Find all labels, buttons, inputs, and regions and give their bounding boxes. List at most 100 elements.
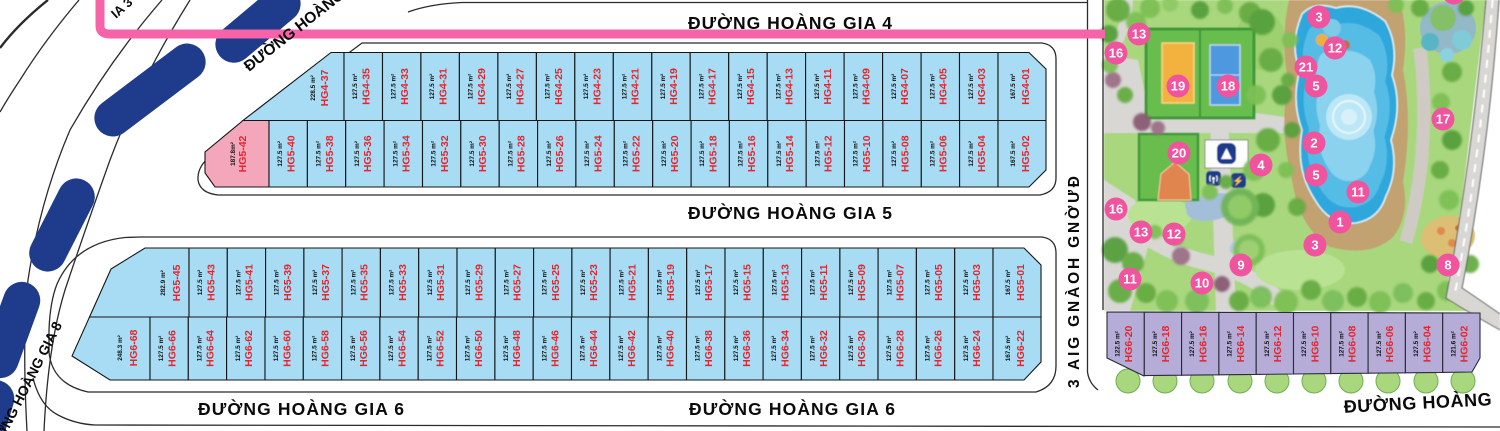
svg-text:127.5 m²: 127.5 m² xyxy=(465,270,472,296)
svg-text:127.5 m²: 127.5 m² xyxy=(431,141,438,167)
svg-text:127.5 m²: 127.5 m² xyxy=(1264,331,1271,357)
svg-text:1: 1 xyxy=(1336,215,1343,230)
svg-text:HG5-32: HG5-32 xyxy=(439,135,451,172)
svg-text:127.5 m²: 127.5 m² xyxy=(468,74,475,100)
svg-text:127.5 m²: 127.5 m² xyxy=(392,141,399,167)
svg-text:127.5 m²: 127.5 m² xyxy=(853,141,860,167)
svg-text:127.5 m²: 127.5 m² xyxy=(661,141,668,167)
svg-text:127.5 m²: 127.5 m² xyxy=(848,270,855,296)
svg-text:HG5-30: HG5-30 xyxy=(477,135,489,172)
svg-text:127.5 m²: 127.5 m² xyxy=(699,74,706,100)
svg-text:127.5 m²: 127.5 m² xyxy=(1301,331,1308,357)
svg-text:127.5 m²: 127.5 m² xyxy=(507,141,514,167)
svg-text:127.5 m²: 127.5 m² xyxy=(197,270,204,296)
svg-text:127.5 m²: 127.5 m² xyxy=(660,74,667,100)
svg-text:HG6-18: HG6-18 xyxy=(1160,325,1172,362)
svg-text:HG5-13: HG5-13 xyxy=(780,264,792,301)
svg-text:127.5 m²: 127.5 m² xyxy=(618,336,625,362)
svg-text:HG4-23: HG4-23 xyxy=(591,68,603,105)
svg-text:HG6-52: HG6-52 xyxy=(435,330,447,367)
svg-text:HG5-27: HG5-27 xyxy=(512,264,524,301)
svg-text:HG4-03: HG4-03 xyxy=(976,68,988,105)
svg-text:HG6-42: HG6-42 xyxy=(626,330,638,367)
svg-text:HG4-09: HG4-09 xyxy=(861,68,873,105)
svg-text:HG6-10: HG6-10 xyxy=(1309,325,1321,362)
svg-text:2: 2 xyxy=(1310,136,1317,151)
svg-text:HG5-04: HG5-04 xyxy=(976,135,988,172)
svg-text:HG6-34: HG6-34 xyxy=(780,330,792,367)
svg-text:HG6-48: HG6-48 xyxy=(511,330,523,367)
svg-text:HG6-32: HG6-32 xyxy=(818,330,830,367)
svg-text:127.5 m²: 127.5 m² xyxy=(814,74,821,100)
svg-text:HG5-18: HG5-18 xyxy=(707,135,719,172)
svg-text:127.5 m²: 127.5 m² xyxy=(963,336,970,362)
svg-text:12: 12 xyxy=(1167,227,1181,242)
svg-text:127.5 m²: 127.5 m² xyxy=(503,336,510,362)
svg-text:ĐƯỜNG HOÀNG GIA 4: ĐƯỜNG HOÀNG GIA 4 xyxy=(688,12,892,33)
svg-text:127.5 m²: 127.5 m² xyxy=(312,270,319,296)
svg-text:HG6-26: HG6-26 xyxy=(933,330,945,367)
svg-text:HG6-22: HG6-22 xyxy=(1015,330,1027,367)
svg-text:HG6-06: HG6-06 xyxy=(1384,325,1396,362)
svg-text:127.5 m²: 127.5 m² xyxy=(391,74,398,100)
svg-text:17: 17 xyxy=(1436,112,1450,127)
svg-text:127.5 m²: 127.5 m² xyxy=(352,74,359,100)
svg-text:HG5-09: HG5-09 xyxy=(856,264,868,301)
svg-text:HG5-39: HG5-39 xyxy=(282,264,294,301)
svg-text:HG5-35: HG5-35 xyxy=(359,264,371,301)
svg-text:127.5 m²: 127.5 m² xyxy=(929,74,936,100)
svg-text:3 AIG GNÀOH GNỜƯĐ: 3 AIG GNÀOH GNỜƯĐ xyxy=(1065,176,1083,388)
svg-text:127.5 m²: 127.5 m² xyxy=(427,270,434,296)
svg-text:127.5 m²: 127.5 m² xyxy=(891,141,898,167)
svg-text:127.5 m²: 127.5 m² xyxy=(1189,331,1196,357)
svg-text:HG4-19: HG4-19 xyxy=(668,68,680,105)
svg-text:127.5 m²: 127.5 m² xyxy=(738,141,745,167)
svg-text:11: 11 xyxy=(1351,185,1365,200)
svg-text:127.5 m²: 127.5 m² xyxy=(622,74,629,100)
svg-text:HG5-36: HG5-36 xyxy=(362,135,374,172)
svg-text:HG5-43: HG5-43 xyxy=(205,264,217,301)
svg-text:HG5-03: HG5-03 xyxy=(971,264,983,301)
svg-text:HG5-40: HG5-40 xyxy=(285,135,297,172)
svg-text:127.5 m²: 127.5 m² xyxy=(775,74,782,100)
svg-text:HG6-24: HG6-24 xyxy=(971,330,983,367)
svg-text:HG6-40: HG6-40 xyxy=(665,330,677,367)
svg-text:HG6-56: HG6-56 xyxy=(358,330,370,367)
svg-text:127.5 m²: 127.5 m² xyxy=(506,74,513,100)
svg-text:127.5 m²: 127.5 m² xyxy=(699,141,706,167)
svg-text:10: 10 xyxy=(1195,276,1209,291)
svg-text:127.5 m²: 127.5 m² xyxy=(389,270,396,296)
svg-text:127.5 m²: 127.5 m² xyxy=(810,270,817,296)
svg-text:HG4-33: HG4-33 xyxy=(399,68,411,105)
svg-text:127.5 m²: 127.5 m² xyxy=(1413,331,1420,357)
svg-text:127.5 m²: 127.5 m² xyxy=(542,270,549,296)
svg-text:127.5 m²: 127.5 m² xyxy=(695,270,702,296)
svg-text:IA 3: IA 3 xyxy=(108,0,135,21)
svg-text:HG4-31: HG4-31 xyxy=(437,68,449,105)
svg-text:HG4-27: HG4-27 xyxy=(514,68,526,105)
svg-text:HG5-01: HG5-01 xyxy=(1015,264,1027,301)
svg-text:19: 19 xyxy=(1171,79,1185,94)
svg-text:HG5-41: HG5-41 xyxy=(244,264,256,301)
svg-text:13: 13 xyxy=(1132,27,1146,42)
svg-text:12: 12 xyxy=(1328,41,1342,56)
svg-text:HG5-17: HG5-17 xyxy=(703,264,715,301)
svg-text:HG5-45: HG5-45 xyxy=(171,264,183,301)
svg-text:127.5 m²: 127.5 m² xyxy=(737,74,744,100)
svg-text:HG5-37: HG5-37 xyxy=(320,264,332,301)
svg-text:HG4-05: HG4-05 xyxy=(938,68,950,105)
svg-text:127.5 m²: 127.5 m² xyxy=(623,141,630,167)
svg-text:248.3 m²: 248.3 m² xyxy=(117,335,124,361)
svg-text:HG5-21: HG5-21 xyxy=(627,264,639,301)
svg-text:127.5 m²: 127.5 m² xyxy=(158,336,165,362)
svg-text:18: 18 xyxy=(1221,79,1235,94)
svg-text:127.5 m²: 127.5 m² xyxy=(545,74,552,100)
svg-text:127.5 m²: 127.5 m² xyxy=(814,141,821,167)
svg-text:HG4-15: HG4-15 xyxy=(745,68,757,105)
svg-text:127.5 m²: 127.5 m² xyxy=(311,336,318,362)
svg-text:5: 5 xyxy=(1312,168,1319,183)
svg-text:HG5-29: HG5-29 xyxy=(473,264,485,301)
svg-text:127.5 m²: 127.5 m² xyxy=(580,270,587,296)
svg-text:HG6-30: HG6-30 xyxy=(856,330,868,367)
svg-text:127.5 m²: 127.5 m² xyxy=(235,270,242,296)
